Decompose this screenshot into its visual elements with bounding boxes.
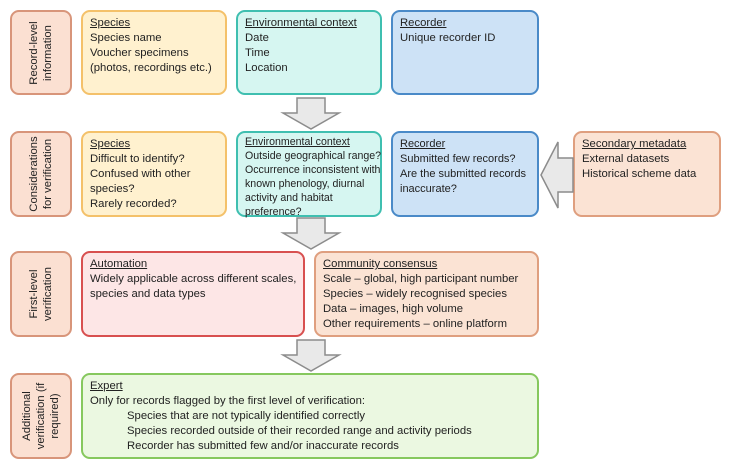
expert-box: Expert Only for records flagged by the f… (81, 373, 539, 459)
box-line: Other requirements – online platform (323, 318, 507, 330)
row-label-text: Record-level information (28, 20, 54, 85)
row-label-text: Additional verification (if required) (21, 382, 61, 450)
box-title: Environmental context (245, 17, 357, 29)
expert-item: Species that are not typically identifie… (127, 410, 365, 422)
box-title: Species (90, 138, 131, 150)
box-line: Species name (90, 32, 162, 44)
box-line: Confused with other (90, 168, 191, 180)
box-line: species and data types (90, 288, 206, 300)
secondary-metadata-box: Secondary metadata External datasets His… (573, 131, 721, 217)
box-title: Secondary metadata (582, 138, 687, 150)
box-line: Time (245, 47, 270, 59)
box-title: Expert (90, 380, 123, 392)
box-line: Data – images, high volume (323, 303, 464, 315)
consider-species-box: Species Difficult to identify? Confused … (81, 131, 227, 217)
box-line: Rarely recorded? (90, 198, 177, 210)
box-title: Environmental context (245, 136, 350, 148)
row-label-first-level: First-level verification (10, 251, 72, 337)
box-line: Date (245, 32, 269, 44)
record-recorder-box: Recorder Unique recorder ID (391, 10, 539, 95)
box-line: (photos, recordings etc.) (90, 62, 212, 74)
box-line: preference? (245, 206, 302, 218)
row-label-text: Considerations for verification (28, 136, 54, 212)
box-title: Recorder (400, 138, 446, 150)
box-line: Are the submitted records (400, 168, 526, 180)
box-line: Location (245, 62, 288, 74)
box-line: Submitted few records? (400, 153, 516, 165)
box-title: Automation (90, 258, 148, 270)
box-line: Difficult to identify? (90, 153, 185, 165)
box-title: Community consensus (323, 258, 438, 270)
box-line: activity and habitat (245, 192, 333, 204)
box-line: species? (90, 183, 135, 195)
down-arrow-1 (280, 97, 342, 130)
automation-box: Automation Widely applicable across diff… (81, 251, 305, 337)
left-arrow (540, 141, 574, 209)
down-arrow-2 (280, 217, 342, 250)
expert-intro: Only for records flagged by the first le… (90, 395, 366, 407)
expert-item: Recorder has submitted few and/or inaccu… (127, 440, 399, 452)
box-line: Unique recorder ID (400, 32, 496, 44)
box-title: Species (90, 17, 131, 29)
box-line: known phenology, diurnal (245, 178, 365, 190)
consider-environment-box: Environmental context Outside geographic… (236, 131, 382, 218)
box-line: Voucher specimens (90, 47, 189, 59)
expert-item: Species recorded outside of their record… (127, 425, 472, 437)
row-label-considerations: Considerations for verification (10, 131, 72, 217)
box-line: inaccurate? (400, 183, 457, 195)
community-consensus-box: Community consensus Scale – global, high… (314, 251, 539, 337)
box-line: Scale – global, high participant number (323, 273, 519, 285)
box-line: Widely applicable across different scale… (90, 273, 297, 285)
row-label-additional: Additional verification (if required) (10, 373, 72, 459)
box-line: Historical scheme data (582, 168, 697, 180)
record-species-box: Species Species name Voucher specimens (… (81, 10, 227, 95)
box-line: Occurrence inconsistent with (245, 164, 381, 176)
down-arrow-3 (280, 339, 342, 372)
box-line: Species – widely recognised species (323, 288, 507, 300)
row-label-text: First-level verification (28, 267, 54, 321)
box-line: External datasets (582, 153, 670, 165)
box-title: Recorder (400, 17, 447, 29)
box-line: Outside geographical range? (245, 150, 382, 162)
record-environment-box: Environmental context Date Time Location (236, 10, 382, 95)
row-label-record-level: Record-level information (10, 10, 72, 95)
consider-recorder-box: Recorder Submitted few records? Are the … (391, 131, 539, 217)
